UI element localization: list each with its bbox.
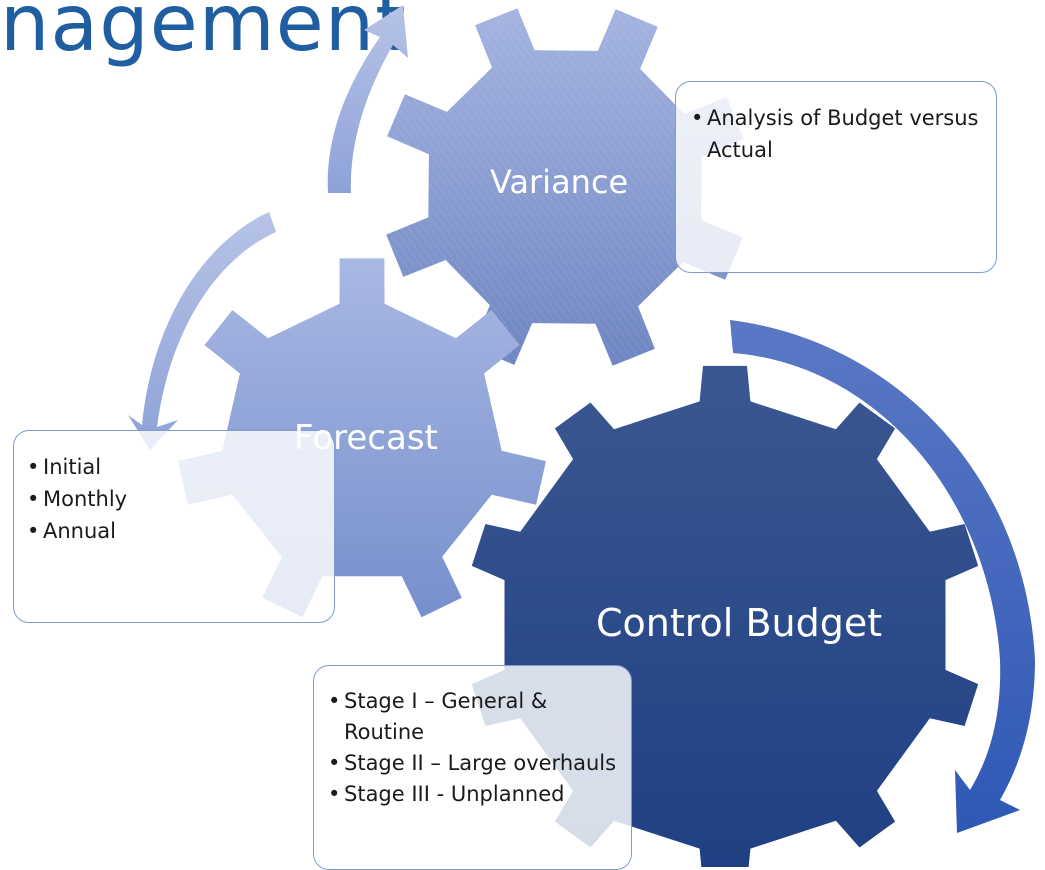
slide-title: nagement	[0, 0, 407, 69]
variance-label: Variance	[490, 163, 629, 201]
arrow-right-icon	[730, 320, 1035, 833]
arrow-top-icon	[327, 5, 408, 193]
control-budget-bullet: Stage III - Unplanned	[328, 779, 619, 810]
arrow-left-icon	[128, 212, 276, 450]
variance-gear-texture	[386, 8, 744, 366]
control-budget-detail-box: Stage I – General & Routine Stage II – L…	[313, 665, 632, 870]
forecast-bullet: Annual	[27, 515, 322, 547]
forecast-detail-box: Initial Monthly Annual	[13, 430, 335, 623]
forecast-bullet: Monthly	[27, 483, 322, 515]
variance-bullet: Analysis of Budget versus Actual	[691, 102, 984, 166]
forecast-bullet: Initial	[27, 451, 322, 483]
control-budget-label: Control Budget	[596, 601, 883, 645]
control-budget-bullet: Stage I – General & Routine	[328, 686, 619, 748]
variance-detail-box: Analysis of Budget versus Actual	[675, 81, 997, 273]
forecast-label: Forecast	[294, 418, 438, 458]
control-budget-bullet: Stage II – Large overhauls	[328, 748, 619, 779]
